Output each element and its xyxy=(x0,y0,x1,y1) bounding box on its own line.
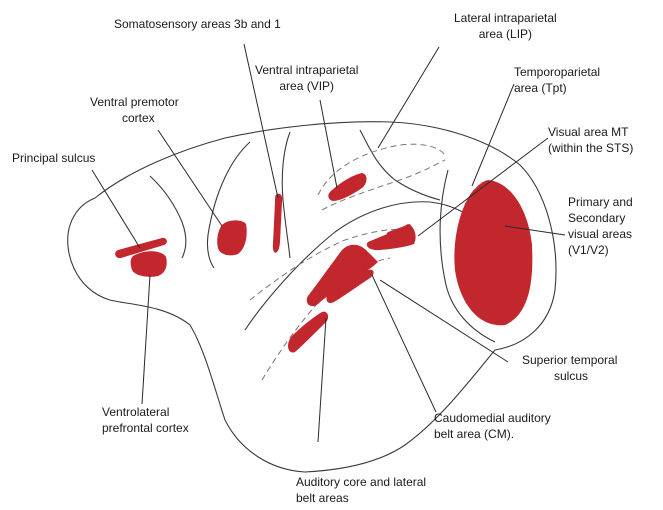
label-tpt-line2: area (Tpt) xyxy=(514,80,600,96)
label-somatosensory: Somatosensory areas 3b and 1 xyxy=(114,16,281,32)
label-core-line1: Auditory core and lateral xyxy=(296,474,426,490)
ventrolateral-prefrontal-region xyxy=(131,251,167,277)
label-mt-line1: Visual area MT xyxy=(548,124,633,140)
label-lip-line1: Lateral intraparietal xyxy=(454,10,557,26)
label-caudomedial-auditory: Caudomedial auditory belt area (CM). xyxy=(434,410,551,442)
label-v1-line1: Primary and xyxy=(568,194,633,210)
central-sulcus-line xyxy=(282,132,290,258)
leader-ventrolateral xyxy=(142,275,150,404)
label-primary-secondary-visual: Primary and Secondary visual areas (V1/V… xyxy=(568,194,633,258)
leader-ventral-premotor xyxy=(158,130,222,226)
leader-lip xyxy=(378,47,439,148)
label-mt-line2: (within the STS) xyxy=(548,140,633,156)
label-tpt-line1: Temporoparietal xyxy=(514,64,600,80)
label-ventral-premotor: Ventral premotor cortex xyxy=(90,94,179,126)
label-auditory-core: Auditory core and lateral belt areas xyxy=(296,474,426,506)
label-vip-line2: area (VIP) xyxy=(255,78,358,94)
somatosensory-region xyxy=(273,194,282,253)
label-vlpfc-line1: Ventrolateral xyxy=(102,404,189,420)
leader-tpt xyxy=(472,84,514,186)
label-superior-temporal: Superior temporal sulcus xyxy=(522,352,617,384)
label-lip-line2: area (LIP) xyxy=(454,26,557,42)
vip-region xyxy=(328,173,366,201)
label-v1-line4: (V1/V2) xyxy=(568,242,633,258)
label-ventrolateral-prefrontal: Ventrolateral prefrontal cortex xyxy=(102,404,189,436)
label-lateral-intraparietal: Lateral intraparietal area (LIP) xyxy=(454,10,557,42)
label-sts-line2: sulcus xyxy=(522,368,617,384)
label-cm-line1: Caudomedial auditory xyxy=(434,410,551,426)
label-temporoparietal: Temporoparietal area (Tpt) xyxy=(514,64,600,96)
label-sts-line1: Superior temporal xyxy=(522,352,617,368)
label-premotor-line2: cortex xyxy=(90,110,179,126)
leader-principal-sulcus xyxy=(92,170,140,248)
label-premotor-line1: Ventral premotor xyxy=(90,94,179,110)
leader-auditory-core xyxy=(318,318,326,442)
visual-v1-v2-region xyxy=(454,180,532,325)
label-cm-line2: belt area (CM). xyxy=(434,426,551,442)
label-v1-line2: Secondary xyxy=(568,210,633,226)
leader-vip xyxy=(320,100,337,188)
label-ventral-intraparietal: Ventral intraparietal area (VIP) xyxy=(255,62,358,94)
label-somatosensory-line1: Somatosensory areas 3b and 1 xyxy=(114,16,281,32)
label-visual-mt: Visual area MT (within the STS) xyxy=(548,124,633,156)
label-core-line2: belt areas xyxy=(296,490,426,506)
auditory-core-lower-region xyxy=(288,312,328,353)
label-principal-line1: Principal sulcus xyxy=(12,150,95,166)
label-vlpfc-line2: prefrontal cortex xyxy=(102,420,189,436)
label-v1-line3: visual areas xyxy=(568,226,633,242)
label-principal-sulcus: Principal sulcus xyxy=(12,150,95,166)
label-vip-line1: Ventral intraparietal xyxy=(255,62,358,78)
